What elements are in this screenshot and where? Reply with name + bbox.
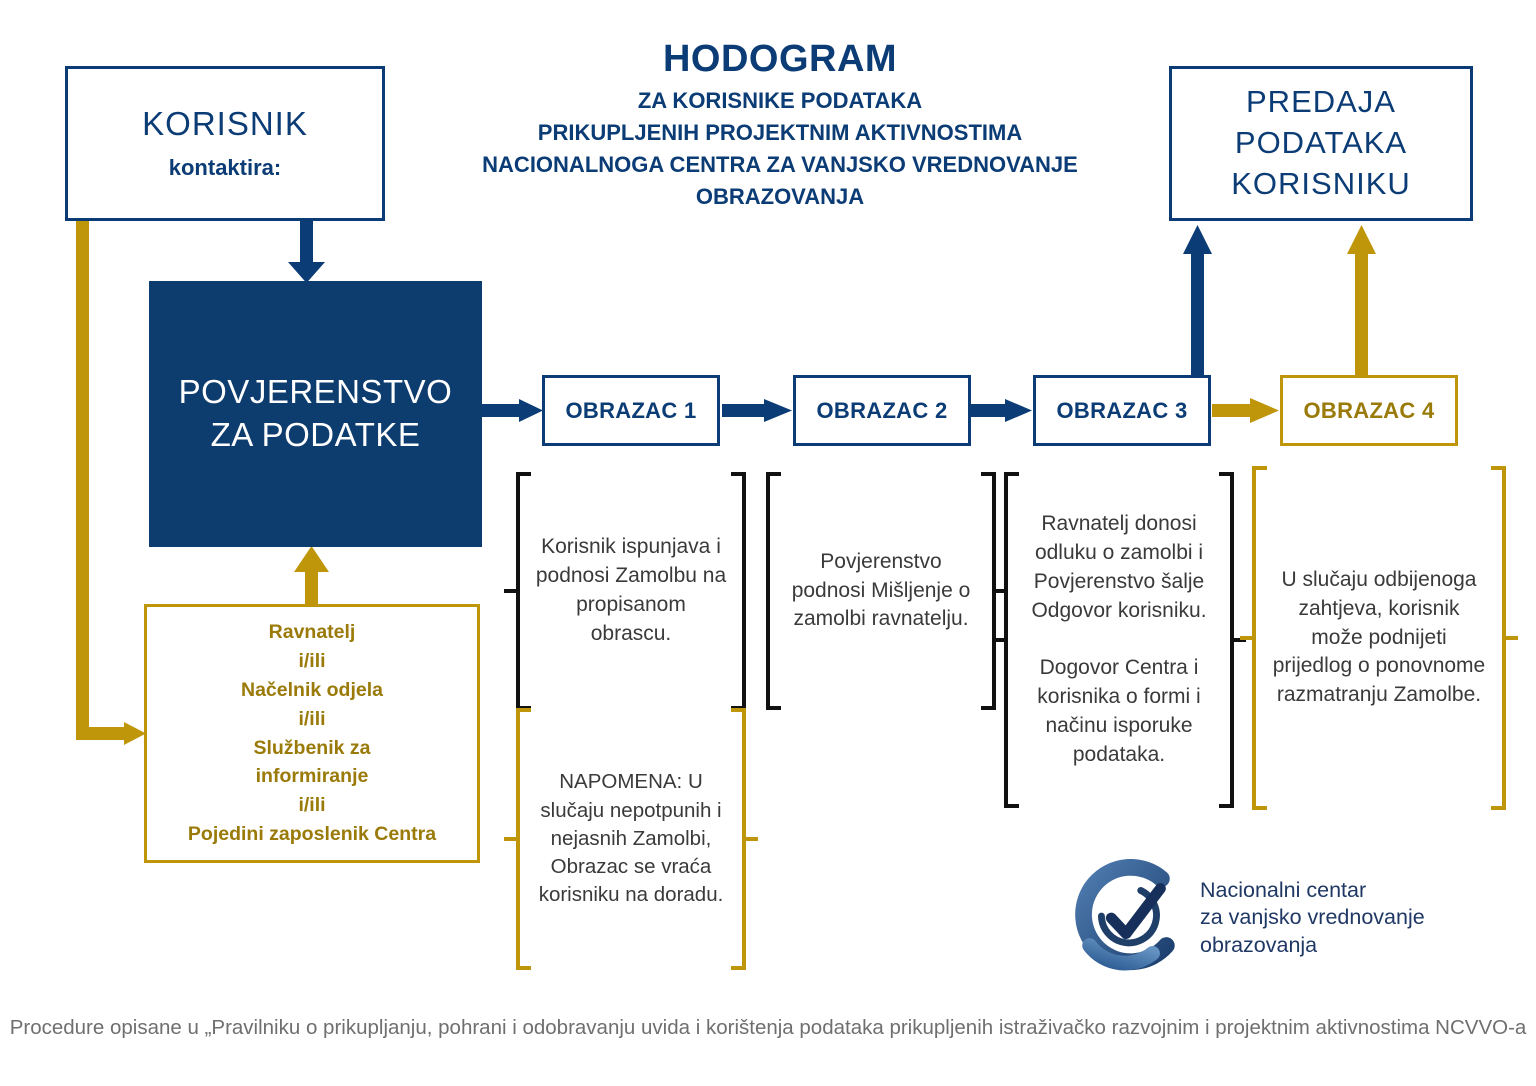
povjerenstvo-line-2: ZA PODATKE bbox=[210, 416, 421, 453]
obrazac-4-label: OBRAZAC 4 bbox=[1303, 397, 1435, 423]
note-block-napomena: NAPOMENA: U slučaju nepotpunih i nejasni… bbox=[504, 708, 758, 970]
note-text-napomena: NAPOMENA: U slučaju nepotpunih i nejasni… bbox=[538, 770, 724, 907]
roles-list: Ravnatelj i/ili Načelnik odjela i/ili Sl… bbox=[188, 618, 436, 849]
note-block-obrazac-1: Korisnik ispunjava i podnosi Zamolbu na … bbox=[504, 472, 750, 710]
bracket-left-icon bbox=[504, 708, 531, 970]
role-line-3: Načelnik odjela bbox=[241, 678, 383, 701]
arrow-korisnik-to-roles bbox=[76, 219, 146, 745]
logo-line-1: Nacionalni centar bbox=[1200, 877, 1367, 902]
obrazac-3-box: OBRAZAC 3 bbox=[1033, 375, 1211, 446]
note-block-obrazac-4: U slučaju odbijenoga zahtjeva, korisnik … bbox=[1240, 466, 1518, 810]
footer-note: Procedure opisane u „Pravilniku o prikup… bbox=[9, 1016, 1527, 1039]
note-text-2: Povjerenstvo podnosi Mišljenje o zamolbi… bbox=[791, 549, 971, 631]
ncvvo-logo: Nacionalni centar za vanjsko vrednovanje… bbox=[1068, 852, 1468, 984]
arrow-obrazac3-to-obrazac4 bbox=[1212, 398, 1279, 423]
bracket-right-icon bbox=[981, 472, 1008, 710]
korisnik-box: KORISNIK kontaktira: bbox=[65, 66, 385, 221]
note-text-3b: Dogovor Centra i korisnika o formi i nač… bbox=[1037, 656, 1201, 766]
subtitle-line-3: NACIONALNOGA CENTRA ZA VANJSKO VREDNOVAN… bbox=[482, 151, 1078, 177]
role-line-4: i/ili bbox=[298, 707, 326, 730]
povjerenstvo-za-podatke-box: POVJERENSTVO ZA PODATKE bbox=[149, 281, 482, 547]
obrazac-2-box: OBRAZAC 2 bbox=[793, 375, 971, 446]
predaja-line-2: PODATAKA bbox=[1234, 125, 1408, 161]
obrazac-2-label: OBRAZAC 2 bbox=[816, 397, 948, 423]
role-line-7: i/ili bbox=[298, 794, 326, 817]
bracket-left-icon bbox=[1240, 466, 1267, 810]
note-block-obrazac-2: Povjerenstvo podnosi Mišljenje o zamolbi… bbox=[762, 472, 1008, 710]
predaja-podataka-korisniku-box: PREDAJA PODATAKA KORISNIKU bbox=[1169, 66, 1473, 221]
korisnik-subtitle: kontaktira: bbox=[168, 154, 282, 180]
role-line-2: i/ili bbox=[298, 649, 326, 672]
arrow-obrazac2-to-obrazac3 bbox=[971, 399, 1032, 422]
logo-line-2: za vanjsko vrednovanje bbox=[1200, 905, 1425, 930]
obrazac-1-box: OBRAZAC 1 bbox=[542, 375, 720, 446]
logo-line-3: obrazovanja bbox=[1200, 932, 1318, 957]
roles-box: Ravnatelj i/ili Načelnik odjela i/ili Sl… bbox=[144, 604, 480, 863]
role-line-1: Ravnatelj bbox=[268, 621, 356, 644]
note-text-3: Ravnatelj donosi odluku o zamolbi i Povj… bbox=[1016, 472, 1222, 808]
povjerenstvo-line-1: POVJERENSTVO bbox=[178, 373, 453, 411]
role-line-8: Pojedini zaposlenik Centra bbox=[187, 823, 437, 846]
predaja-line-3: KORISNIKU bbox=[1231, 165, 1411, 201]
arrow-obrazac3-to-predaja bbox=[1183, 225, 1212, 377]
arrow-obrazac4-to-predaja bbox=[1347, 225, 1376, 377]
subtitle-line-2: PRIKUPLJENIH PROJEKTNIM AKTIVNOSTIMA bbox=[537, 119, 1023, 145]
arrow-korisnik-to-povjerenstvo bbox=[288, 219, 325, 283]
note-text-3a: Ravnatelj donosi odluku o zamolbi i Povj… bbox=[1031, 512, 1207, 623]
bracket-left-icon bbox=[504, 472, 531, 710]
bracket-right-icon bbox=[731, 708, 758, 970]
subtitle-line-1: ZA KORISNIKE PODATAKA bbox=[637, 88, 923, 113]
diagram-title-block: HODOGRAM ZA KORISNIKE PODATAKA PRIKUPLJE… bbox=[420, 38, 1140, 213]
bracket-right-icon bbox=[1219, 472, 1246, 808]
ncvvo-logo-mark-icon bbox=[1075, 859, 1175, 971]
page-subtitle: ZA KORISNIKE PODATAKA PRIKUPLJENIH PROJE… bbox=[420, 85, 1140, 213]
bracket-right-icon bbox=[731, 472, 750, 710]
bracket-left-icon bbox=[762, 472, 781, 710]
logo-text: Nacionalni centar za vanjsko vrednovanje… bbox=[1200, 877, 1425, 960]
arrow-roles-to-povjerenstvo bbox=[294, 546, 329, 607]
page-title: HODOGRAM bbox=[662, 38, 898, 80]
obrazac-4-box: OBRAZAC 4 bbox=[1280, 375, 1458, 446]
bracket-left-icon bbox=[992, 472, 1019, 808]
predaja-line-1: PREDAJA bbox=[1246, 84, 1396, 120]
korisnik-title: KORISNIK bbox=[142, 105, 308, 143]
note-text-1: Korisnik ispunjava i podnosi Zamolbu na … bbox=[535, 535, 727, 645]
obrazac-1-label: OBRAZAC 1 bbox=[565, 397, 697, 423]
arrow-povjerenstvo-to-obrazac1 bbox=[482, 399, 543, 422]
note-text-4: U slučaju odbijenoga zahtjeva, korisnik … bbox=[1272, 567, 1486, 707]
arrow-obrazac1-to-obrazac2 bbox=[722, 399, 792, 422]
bracket-right-icon bbox=[1491, 466, 1518, 810]
obrazac-3-label: OBRAZAC 3 bbox=[1056, 397, 1188, 423]
role-line-6: informiranje bbox=[255, 765, 369, 788]
subtitle-line-4: OBRAZOVANJA bbox=[695, 183, 865, 209]
role-line-5: Službenik za bbox=[253, 736, 371, 759]
note-block-obrazac-3: Ravnatelj donosi odluku o zamolbi i Povj… bbox=[992, 472, 1246, 808]
